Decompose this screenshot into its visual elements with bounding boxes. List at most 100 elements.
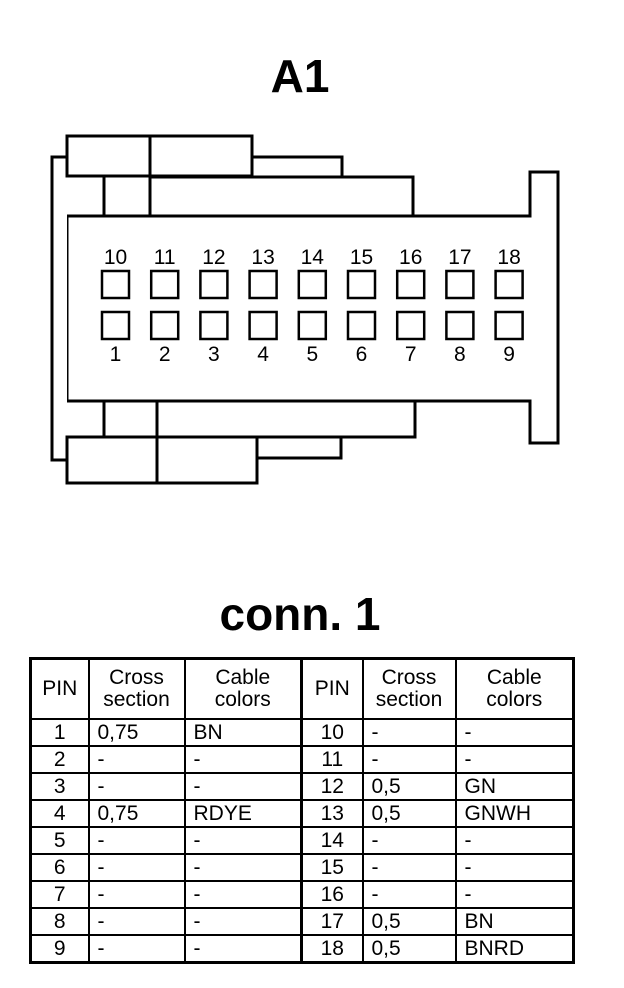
pin-box-bottom: [494, 310, 524, 341]
table-row: 6--15--: [29, 853, 575, 882]
lower-latch-outer: [65, 435, 259, 485]
pin-label-bottom: 3: [208, 343, 220, 366]
upper-latch-outer: [65, 134, 254, 178]
pin-box-top: [248, 269, 278, 300]
pin-box-top: [100, 269, 131, 300]
cell-pin-b: 17: [300, 907, 364, 936]
cell-pin-b: 13: [300, 799, 364, 828]
header-cable-colors-b: Cable colors: [454, 657, 575, 720]
pin-box-bottom: [199, 310, 229, 341]
header-cross-section-b: Cross section: [361, 657, 457, 720]
cell-cross-section-a: -: [87, 826, 186, 855]
cell-cross-section-a: 0,75: [87, 718, 186, 747]
cell-pin-a: 3: [29, 772, 90, 801]
lower-latch-step: [255, 435, 343, 460]
pin-label-top: 15: [350, 246, 373, 269]
pin-box-top: [149, 269, 180, 300]
cell-cable-color-a: BN: [183, 718, 303, 747]
cell-cross-section-b: -: [361, 745, 457, 774]
pin-box-bottom: [149, 310, 180, 341]
pin-box-bottom: [297, 310, 328, 341]
cell-cross-section-b: -: [361, 718, 457, 747]
cell-cable-color-b: BNRD: [454, 934, 575, 964]
cell-cable-color-a: -: [183, 826, 303, 855]
cell-cross-section-a: 0,75: [87, 799, 186, 828]
table-row: 2--11--: [29, 745, 575, 774]
cell-cable-color-a: RDYE: [183, 799, 303, 828]
pin-label-bottom: 6: [356, 343, 368, 366]
cell-cross-section-b: 0,5: [361, 772, 457, 801]
pin-box-top: [445, 269, 475, 300]
pin-box-bottom: [395, 310, 426, 341]
pin-label-bottom: 1: [110, 343, 122, 366]
table-row: 5--14--: [29, 826, 575, 855]
pin-box-bottom: [248, 310, 278, 341]
cell-cross-section-b: -: [361, 853, 457, 882]
pin-label-bottom: 7: [405, 343, 417, 366]
upper-latch-bar: [148, 175, 415, 218]
cell-cross-section-a: -: [87, 853, 186, 882]
header-pin-a: PIN: [29, 657, 90, 720]
connector-title: A1: [270, 50, 330, 102]
pin-label-bottom: 4: [257, 343, 269, 366]
cell-cable-color-a: -: [183, 772, 303, 801]
lower-latch-inner: [67, 401, 106, 439]
cell-pin-a: 5: [29, 826, 90, 855]
pin-label-top: 12: [202, 246, 225, 269]
pin-label-top: 16: [399, 246, 422, 269]
cell-cable-color-a: -: [183, 745, 303, 774]
pin-boxes: [100, 269, 524, 341]
pin-box-top: [199, 269, 229, 300]
cell-pin-a: 8: [29, 907, 90, 936]
cell-pin-a: 9: [29, 934, 90, 964]
cell-cable-color-a: -: [183, 880, 303, 909]
cell-cable-color-b: GNWH: [454, 799, 575, 828]
header-pin-b: PIN: [300, 657, 364, 720]
pin-label-top: 17: [448, 246, 471, 269]
cell-pin-b: 10: [300, 718, 364, 747]
cell-cable-color-b: -: [454, 853, 575, 882]
pin-box-bottom: [346, 310, 377, 341]
cell-cable-color-a: -: [183, 853, 303, 882]
pin-box-bottom: [445, 310, 475, 341]
pin-box-top: [297, 269, 328, 300]
cell-cross-section-a: -: [87, 772, 186, 801]
pin-label-top: 10: [104, 246, 127, 269]
cell-cable-color-a: -: [183, 934, 303, 964]
cell-cable-color-b: BN: [454, 907, 575, 936]
cell-cross-section-b: 0,5: [361, 934, 457, 964]
cell-cross-section-a: -: [87, 880, 186, 909]
table-row: 7--16--: [29, 880, 575, 909]
cell-cross-section-a: -: [87, 934, 186, 964]
lower-latch-bar: [155, 399, 417, 439]
pin-label-bottom: 8: [454, 343, 466, 366]
header-cable-colors-a: Cable colors: [183, 657, 303, 720]
cell-pin-a: 6: [29, 853, 90, 882]
cell-cable-color-b: -: [454, 718, 575, 747]
cell-pin-b: 14: [300, 826, 364, 855]
cell-cable-color-b: -: [454, 880, 575, 909]
table-title: conn. 1: [219, 588, 381, 640]
upper-latch-inner: [67, 174, 106, 216]
pin-label-bottom: 2: [159, 343, 171, 366]
pin-label-top: 14: [301, 246, 325, 269]
cell-cross-section-b: 0,5: [361, 799, 457, 828]
pin-label-top: 11: [154, 246, 176, 269]
cell-cross-section-b: -: [361, 880, 457, 909]
header-cross-section-a: Cross section: [87, 657, 186, 720]
cell-pin-b: 15: [300, 853, 364, 882]
cell-pin-a: 2: [29, 745, 90, 774]
cell-cross-section-b: -: [361, 826, 457, 855]
pin-label-top: 13: [251, 246, 274, 269]
cell-pin-a: 4: [29, 799, 90, 828]
pin-assignment-table: PIN Cross section Cable colors PIN Cross…: [29, 657, 575, 964]
cell-pin-b: 12: [300, 772, 364, 801]
cell-cross-section-a: -: [87, 745, 186, 774]
cell-pin-b: 11: [300, 745, 364, 774]
